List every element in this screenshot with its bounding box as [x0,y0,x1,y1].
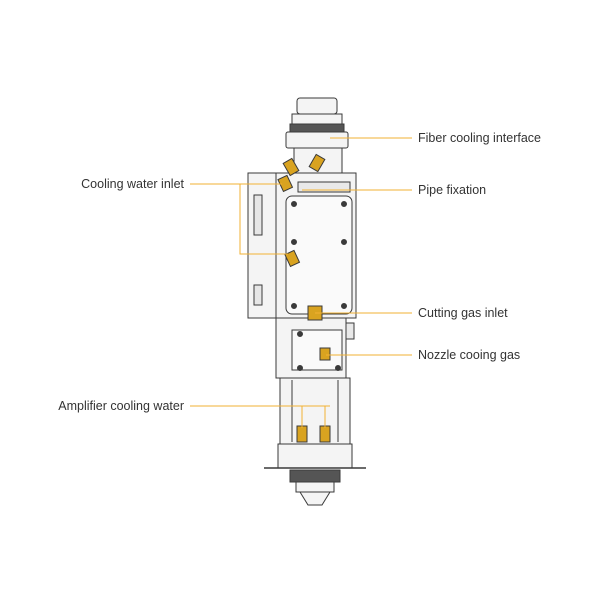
cover-screw [341,201,347,207]
side-housing-slot-bottom [253,284,263,306]
callout-pipe-fixation: Pipe fixation [418,183,487,197]
water-inlet-fitting-bottom [284,249,301,268]
cover-screw [341,303,347,309]
amplifier-fitting [296,425,308,443]
water-inlet-fitting-top [277,174,294,193]
lower-screw [297,365,303,371]
cover-screw [341,239,347,245]
nozzle-ring [289,469,341,483]
amplifier-section [279,377,351,445]
fittings [277,153,331,443]
fiber-cooling-fitting [282,157,300,177]
side-housing-slot-top [253,194,263,236]
fiber-connector-ring [291,113,343,125]
pipe-fixation-bar [297,181,351,193]
nozzle-tip [299,491,331,506]
lower-screw [335,365,341,371]
fiber-connector-collar [285,131,349,149]
cover-screw [291,201,297,207]
lower-housing-window [291,329,343,371]
cover-screw [291,239,297,245]
nozzle-gas-fitting [319,347,331,361]
cutting-head-body [247,97,366,506]
fiber-connector-cap [296,97,338,115]
callout-amplifier-cooling-water: Amplifier cooling water [58,399,184,413]
fiber-connector-knurl [289,123,345,133]
leader-lines [190,137,412,428]
callout-nozzle-cooling-gas: Nozzle cooing gas [418,348,521,362]
leader-cooling-water-inlet [190,183,288,255]
amplifier-fitting [319,425,331,443]
cover-screw [291,303,297,309]
amplifier-block [277,443,353,469]
callout-cooling-water-inlet: Cooling water inlet [81,177,184,191]
nozzle-body [295,481,335,493]
fiber-cooling-fitting [308,153,326,173]
callout-fiber-cooling-interface: Fiber cooling interface [418,131,541,145]
lower-housing-side [345,322,355,340]
lower-screw [297,331,303,337]
callout-cutting-gas-inlet: Cutting gas inlet [418,306,508,320]
